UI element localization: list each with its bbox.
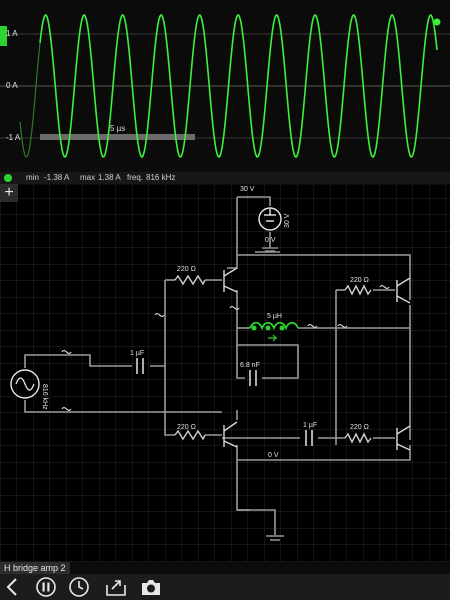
min-value: -1.38 A — [44, 173, 70, 182]
scope-status-bar: min -1.38 A max 1.38 A freq. 816 kHz — [0, 172, 450, 184]
scope-trace — [39, 13, 438, 159]
pause-icon[interactable] — [34, 576, 58, 598]
time-scale-bar — [40, 134, 195, 140]
y-tick-label: 0 A — [6, 81, 18, 90]
scope-selected-indicator — [0, 26, 7, 46]
scope-plot — [0, 13, 450, 159]
source-voltage-label: 30 V — [284, 213, 291, 228]
add-component-button[interactable]: + — [0, 184, 18, 202]
resistor-label: 220 Ω — [350, 277, 369, 284]
wave-indicator-icon — [154, 313, 165, 317]
transistor-top-left[interactable] — [223, 267, 238, 293]
ground-voltage-label: 0 V — [265, 237, 276, 244]
ground-bottom-icon — [266, 535, 284, 541]
back-icon[interactable] — [2, 576, 26, 598]
resistor-label: 220 Ω — [177, 424, 196, 431]
y-tick-label: 1 A — [6, 29, 18, 38]
wave-indicator-icon — [61, 407, 72, 411]
resistor-bottom-left[interactable] — [174, 429, 206, 441]
capacitor-mid[interactable] — [249, 370, 257, 386]
inductor[interactable] — [249, 321, 299, 342]
export-icon[interactable] — [104, 576, 128, 598]
wave-indicator-icon — [307, 324, 318, 328]
circuit-schematic[interactable]: 30 V 30 V 0 V 220 Ω 220 Ω 5 µH 6.8 nF 1 … — [0, 185, 450, 562]
time-scale-label: 5 µs — [110, 124, 126, 133]
node-voltage-label: 0 V — [268, 452, 279, 459]
min-label: min — [26, 173, 39, 182]
transistor-top-right[interactable] — [396, 277, 411, 304]
ac-frequency-label: 816 kHz — [41, 384, 48, 410]
capacitor-left[interactable] — [136, 358, 144, 374]
transistor-bottom-left[interactable] — [223, 421, 238, 448]
freq-label: freq. — [127, 173, 144, 182]
capacitor-label: 1 µF — [130, 350, 144, 357]
circuit-title: H bridge amp 2 — [0, 562, 70, 574]
supply-voltage-label: 30 V — [240, 186, 255, 193]
circuit-canvas[interactable]: 30 V 30 V 0 V 220 Ω 220 Ω 5 µH 6.8 nF 1 … — [0, 185, 450, 562]
camera-icon[interactable] — [139, 576, 163, 598]
clock-icon[interactable] — [67, 576, 91, 598]
capacitor-label: 6.8 nF — [240, 362, 260, 369]
resistor-top-right[interactable] — [344, 284, 372, 296]
bottom-toolbar — [0, 574, 450, 600]
wave-indicator-icon — [61, 350, 72, 354]
capacitor-label: 1 µF — [303, 422, 317, 429]
freq-value: 816 kHz — [146, 173, 176, 182]
resistor-top-left[interactable] — [174, 274, 206, 286]
ground-top-icon — [262, 247, 278, 252]
status-dot-icon — [4, 174, 12, 182]
max-value: 1.38 A — [98, 173, 121, 182]
trace-cursor-dot — [433, 18, 441, 26]
oscilloscope-panel[interactable]: 1 A 0 A -1 A 5 µs — [0, 0, 450, 168]
max-label: max — [80, 173, 96, 182]
current-arrow-icon — [268, 334, 278, 342]
resistor-label: 220 Ω — [350, 424, 369, 431]
wave-indicator-icon — [229, 306, 240, 310]
transistor-bottom-right[interactable] — [396, 425, 411, 451]
capacitor-right[interactable] — [305, 430, 313, 446]
resistor-bottom-right[interactable] — [344, 432, 372, 444]
wave-indicator-icon — [337, 324, 348, 328]
ac-voltage-source[interactable] — [10, 369, 40, 399]
dc-voltage-source[interactable] — [258, 207, 282, 231]
wave-indicator-icon — [379, 285, 390, 289]
resistor-label: 220 Ω — [177, 266, 196, 273]
inductor-label: 5 µH — [267, 313, 282, 320]
y-tick-label: -1 A — [6, 133, 21, 142]
